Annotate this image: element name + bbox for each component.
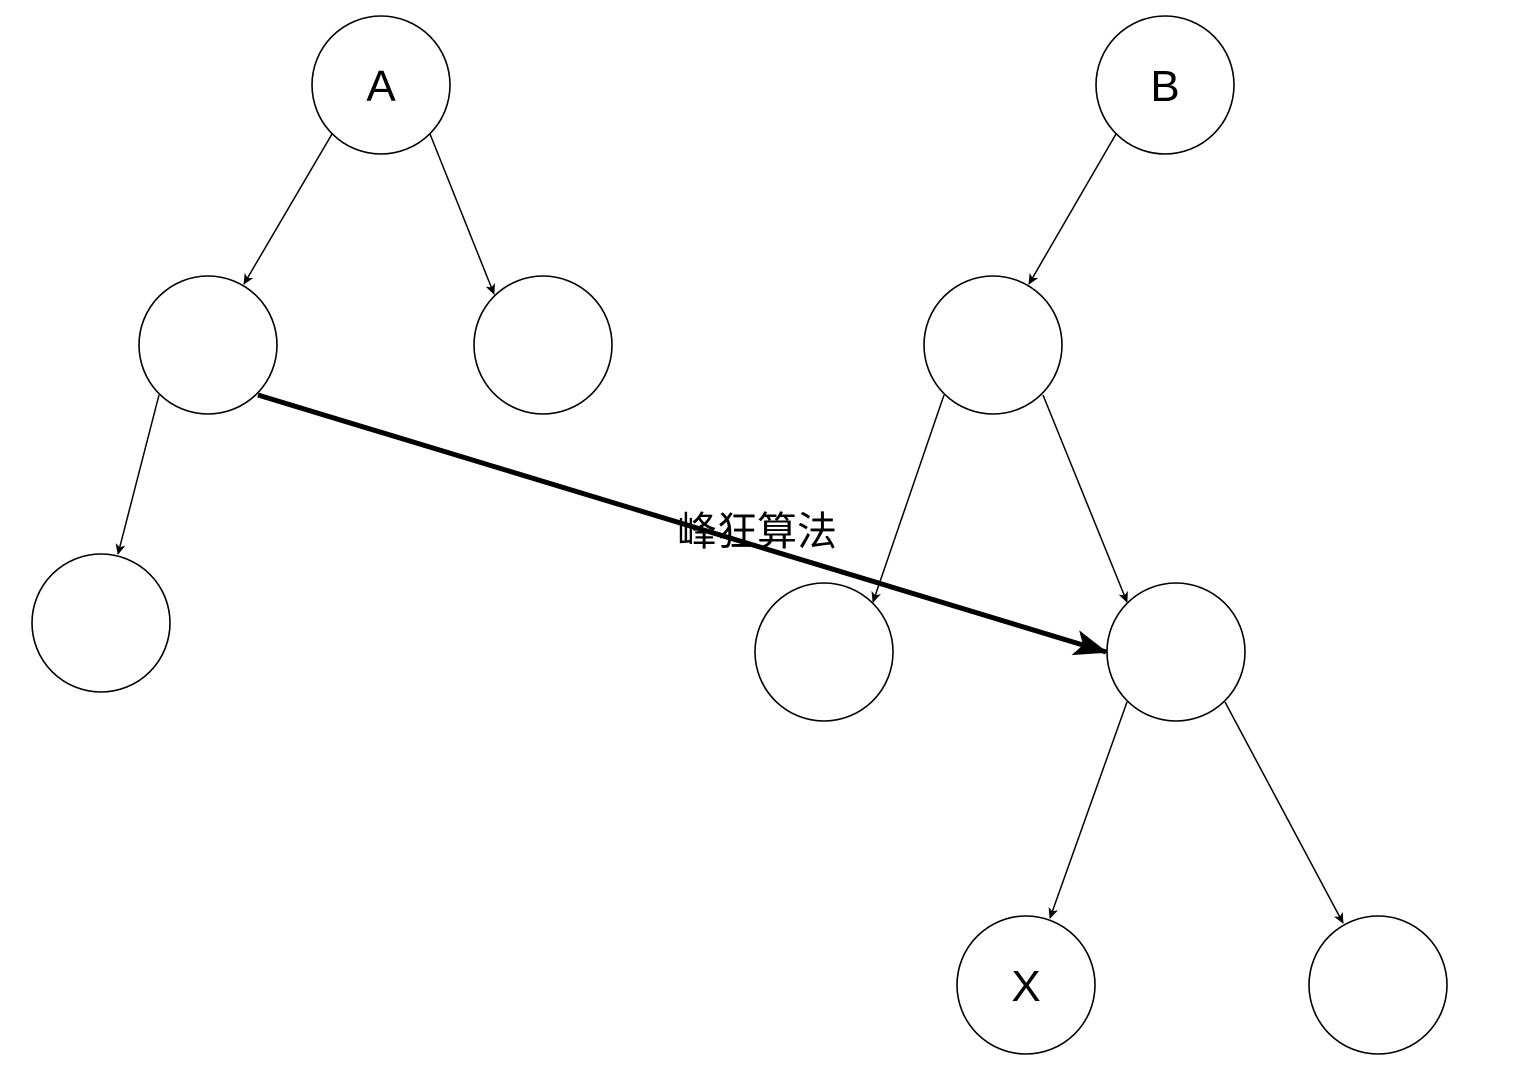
node-b-child [923, 275, 1063, 415]
node-a-right-child [473, 275, 613, 415]
edge-b-to-child [1028, 133, 1117, 285]
node-a-grandchild [31, 553, 171, 693]
tree-a-nodes: A [31, 15, 613, 693]
bold-connector-arrow [257, 392, 1108, 656]
node-b-label: B [1150, 62, 1179, 111]
node-b: B [1095, 15, 1235, 155]
node-b-left-grandchild [754, 582, 894, 722]
connector-label: 峰狂算法 [677, 509, 837, 555]
node-x-label: X [1011, 962, 1040, 1011]
edge-to-bottom-right [1224, 701, 1344, 924]
connector: 峰狂算法 [257, 392, 1108, 656]
tree-b-edges [871, 133, 1344, 924]
edge-left-child-to-grandchild [115, 394, 160, 555]
tree-b-nodes: B X [754, 15, 1448, 1055]
node-x: X [956, 915, 1096, 1055]
node-a-left-child [138, 275, 278, 415]
edge-a-to-left-child [243, 133, 333, 285]
edge-b-child-to-left [871, 394, 945, 603]
edge-to-x [1048, 701, 1128, 919]
node-bottom-right [1308, 915, 1448, 1055]
edge-a-to-right-child [429, 133, 495, 295]
node-a: A [311, 15, 451, 155]
tree-a-edges [115, 133, 495, 555]
edge-b-child-to-right [1042, 394, 1128, 603]
node-a-label: A [366, 62, 396, 111]
node-b-right-grandchild [1106, 582, 1246, 722]
